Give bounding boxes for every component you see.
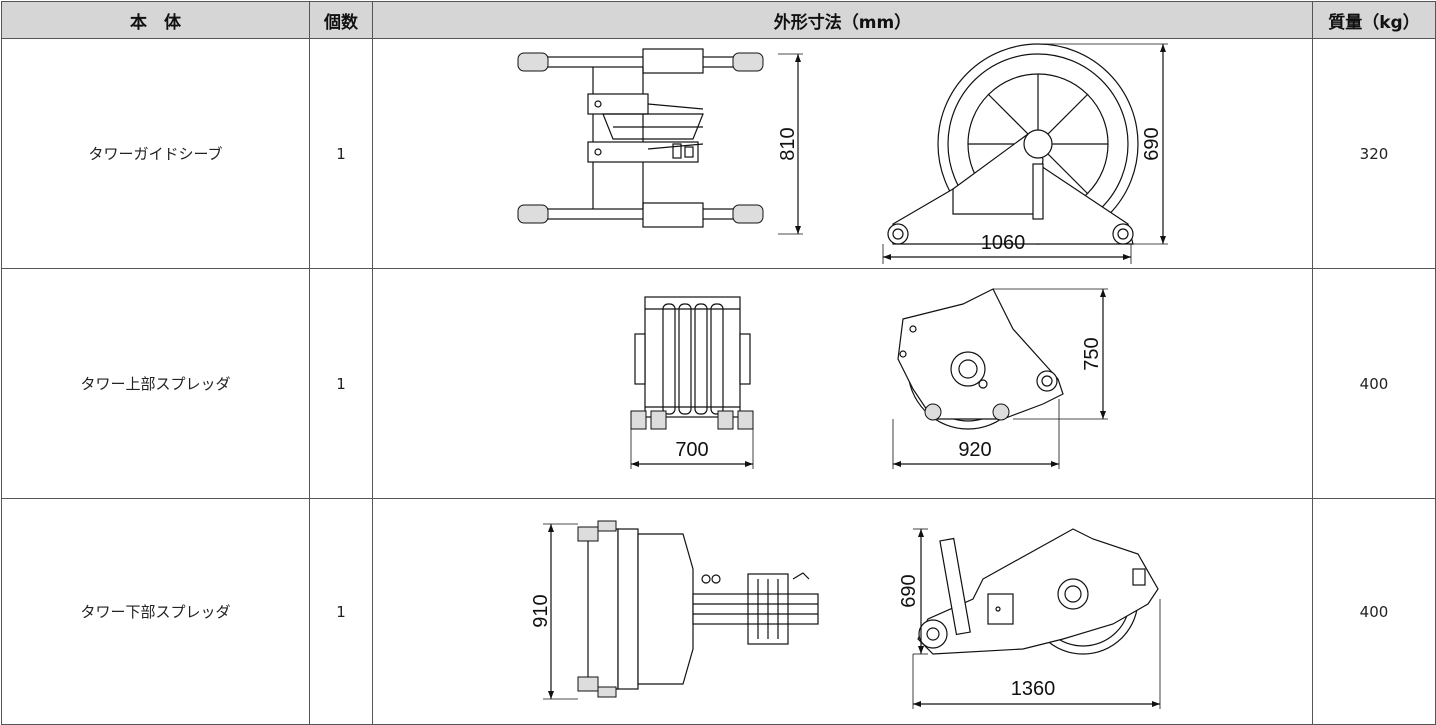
row-name: タワーガイドシーブ [1,38,310,269]
row-name: タワー上部スプレッダ [1,268,310,499]
dimension-label: 750 [1081,337,1103,370]
row-mass: 400 [1312,498,1436,725]
upper-spreader-side-view: 750 920 [892,288,1108,469]
row-name: タワー下部スプレッダ [1,498,310,725]
dimension-label: 1060 [981,232,1026,254]
dimension-label: 810 [777,127,799,160]
row-count: 1 [309,268,373,499]
dimension-label: 690 [1141,127,1163,160]
row-mass: 320 [1312,38,1436,269]
row-count: 1 [309,498,373,725]
table-row: タワー下部スプレッダ 1 [1,498,1436,725]
lower-spreader-drawing: 910 [530,520,1161,709]
dimension-label: 690 [898,574,920,607]
header-count: 個数 [309,1,373,39]
header-dimensions: 外形寸法（mm） [372,1,1313,39]
upper-spreader-front-view: 700 [630,296,754,469]
table-row: タワー上部スプレッダ 1 [1,268,1436,499]
upper-spreader-drawing: 700 [630,288,1108,469]
guide-sheave-side-view: 690 1060 [882,43,1168,264]
row-mass: 400 [1312,268,1436,499]
table-row: タワーガイドシーブ 1 [1,38,1436,269]
dimension-label: 700 [675,439,708,461]
dimension-label: 910 [530,594,552,627]
header-mass: 質量（kg） [1312,1,1436,39]
dimension-label: 920 [958,439,991,461]
dimension-drawing: 910 [372,498,1313,725]
dimension-drawing: 810 [372,38,1313,269]
guide-sheave-front-view: 810 [517,48,803,235]
lower-spreader-side-view: 690 1360 [898,528,1161,709]
dimension-drawing: 700 [372,268,1313,499]
row-count: 1 [309,38,373,269]
lower-spreader-front-view: 910 [530,520,819,700]
guide-sheave-drawing: 810 [517,43,1168,264]
header-row: 本 体 個数 外形寸法（mm） 質量（kg） [1,1,1436,39]
dimension-label: 1360 [1011,678,1056,700]
header-body: 本 体 [1,1,310,39]
